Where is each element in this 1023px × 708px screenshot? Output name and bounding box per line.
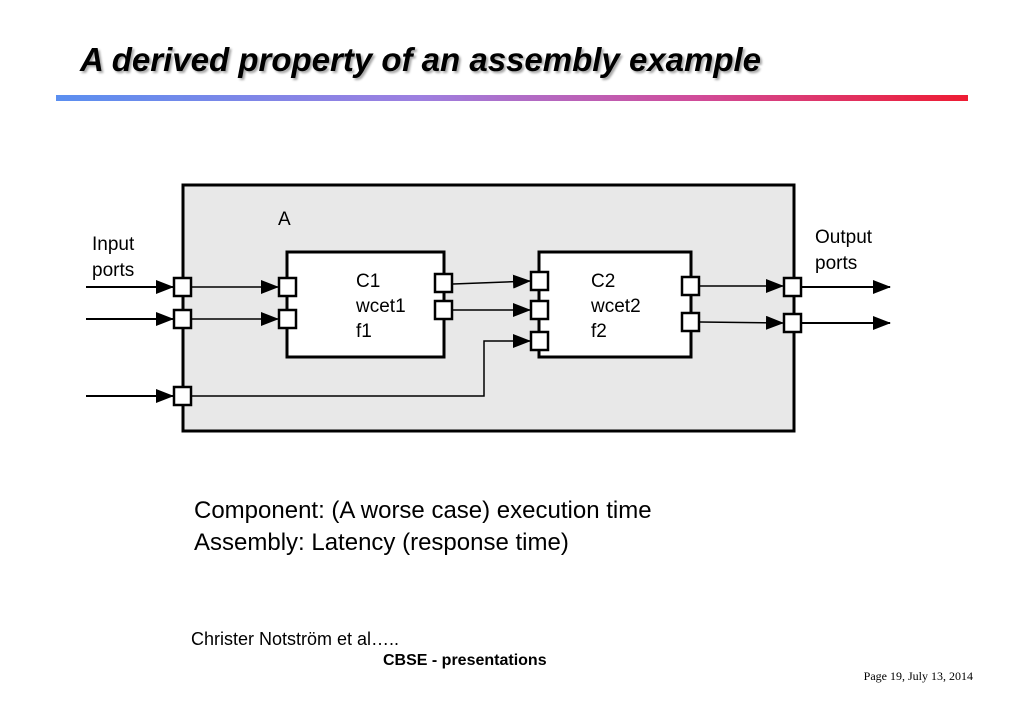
component-c1-box: [285, 250, 446, 359]
title-underline: [56, 95, 968, 101]
author-credit: Christer Notström et al…..: [191, 629, 400, 649]
output-ports-label-line1: Output: [815, 227, 873, 248]
c1-f: f1: [356, 321, 372, 342]
assembly-input-port-2: [172, 308, 193, 330]
connector-c1-out1-to-c2-in1: [452, 274, 531, 289]
assembly-input-port-1: [172, 276, 193, 298]
input-ports-label-line1: Input: [92, 234, 135, 255]
c1-wcet: wcet1: [355, 296, 406, 317]
footer-presentation-name: CBSE - presentations: [383, 652, 547, 669]
c1-output-port-1: [433, 272, 454, 294]
c1-output-port-2: [433, 299, 454, 321]
c2-name: C2: [591, 271, 615, 292]
notes: Component: (A worse case) execution time…: [194, 495, 652, 559]
note-assembly: Assembly: Latency (response time): [194, 529, 569, 556]
input-ports-label-line2: ports: [92, 260, 134, 281]
c2-input-port-1: [529, 270, 550, 292]
footer-page-info: Page 19, July 13, 2014: [863, 669, 973, 683]
slide-title: A derived property of an assembly exampl…: [80, 41, 762, 78]
c1-input-port-2: [277, 308, 298, 330]
assembly-output-port-2: [782, 312, 803, 334]
c2-output-port-2: [680, 311, 701, 333]
note-component: Component: (A worse case) execution time: [194, 497, 652, 524]
connector-a-in3-to-c2-in3: [192, 334, 531, 397]
component-c2-box: [537, 250, 693, 359]
c2-f: f2: [591, 321, 607, 342]
output-ports-label-line2: ports: [815, 253, 857, 274]
c2-input-port-3: [529, 330, 550, 352]
assembly-box: [181, 183, 796, 433]
c1-name: C1: [356, 271, 380, 292]
assembly-label: A: [278, 209, 291, 230]
c1-input-port-1: [277, 276, 298, 298]
c2-input-port-2: [529, 299, 550, 321]
connector-c2-out2-to-a-out2: [699, 315, 784, 330]
assembly-output-port-1: [782, 276, 803, 298]
c2-output-port-1: [680, 275, 701, 297]
c2-wcet: wcet2: [590, 296, 641, 317]
assembly-input-port-3: [172, 385, 193, 407]
